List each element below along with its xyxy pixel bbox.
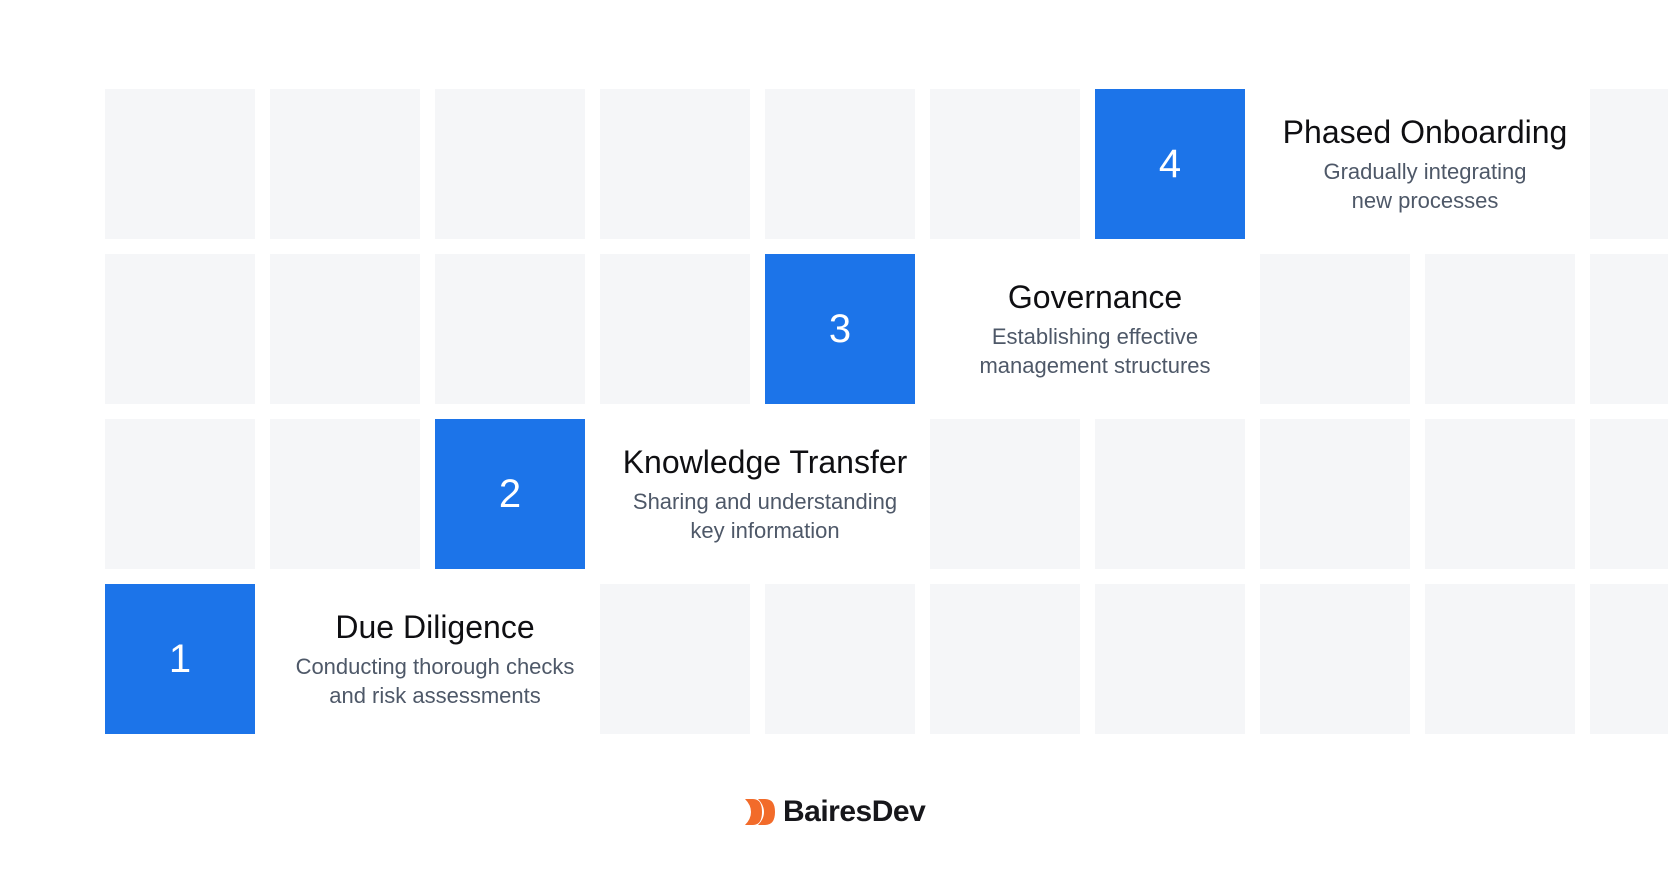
grid-cell: [435, 254, 585, 404]
grid-cell: [1095, 419, 1245, 569]
grid-cell: [1590, 254, 1668, 404]
grid-cell: [600, 584, 750, 734]
grid-cell: [1260, 254, 1410, 404]
grid-cell: [930, 89, 1080, 239]
grid-cell: [930, 419, 1080, 569]
grid-cell: [105, 419, 255, 569]
step-description: Gradually integrating new processes: [1323, 159, 1527, 213]
step-number-box: 2: [435, 419, 585, 569]
step-title: Due Diligence: [335, 609, 535, 645]
grid-cell: [105, 89, 255, 239]
step-title: Governance: [1007, 279, 1183, 315]
step-description: Establishing effective management struct…: [979, 324, 1211, 378]
grid-cell: [600, 254, 750, 404]
grid-cell: [765, 584, 915, 734]
bairesdev-logo-icon: [745, 799, 775, 825]
grid-cell: [270, 419, 420, 569]
grid-cell: [1425, 419, 1575, 569]
grid-cell: [435, 89, 585, 239]
grid-cell: [1590, 419, 1668, 569]
logo-wordmark: BairesDev: [783, 795, 926, 828]
grid-cell: [765, 89, 915, 239]
grid-cell: [600, 89, 750, 239]
grid-cell: [270, 89, 420, 239]
step-description: Sharing and understanding key informatio…: [632, 489, 898, 543]
grid-cell: [1590, 89, 1668, 239]
grid-cell: [1260, 419, 1410, 569]
step-title: Phased Onboarding: [1282, 114, 1568, 150]
step-number-box: 1: [105, 584, 255, 734]
grid-cell: [1095, 584, 1245, 734]
step-description: Conducting thorough checks and risk asse…: [295, 654, 575, 708]
grid-cell: [270, 254, 420, 404]
grid-cell: [1260, 584, 1410, 734]
grid-cell: [1425, 254, 1575, 404]
brand-logo: BairesDev: [743, 792, 926, 832]
grid-cell: [1425, 584, 1575, 734]
grid-cell: [1590, 584, 1668, 734]
step-number-box: 4: [1095, 89, 1245, 239]
step-number-box: 3: [765, 254, 915, 404]
grid-cell: [930, 584, 1080, 734]
step-title: Knowledge Transfer: [622, 444, 908, 480]
grid-cell: [105, 254, 255, 404]
